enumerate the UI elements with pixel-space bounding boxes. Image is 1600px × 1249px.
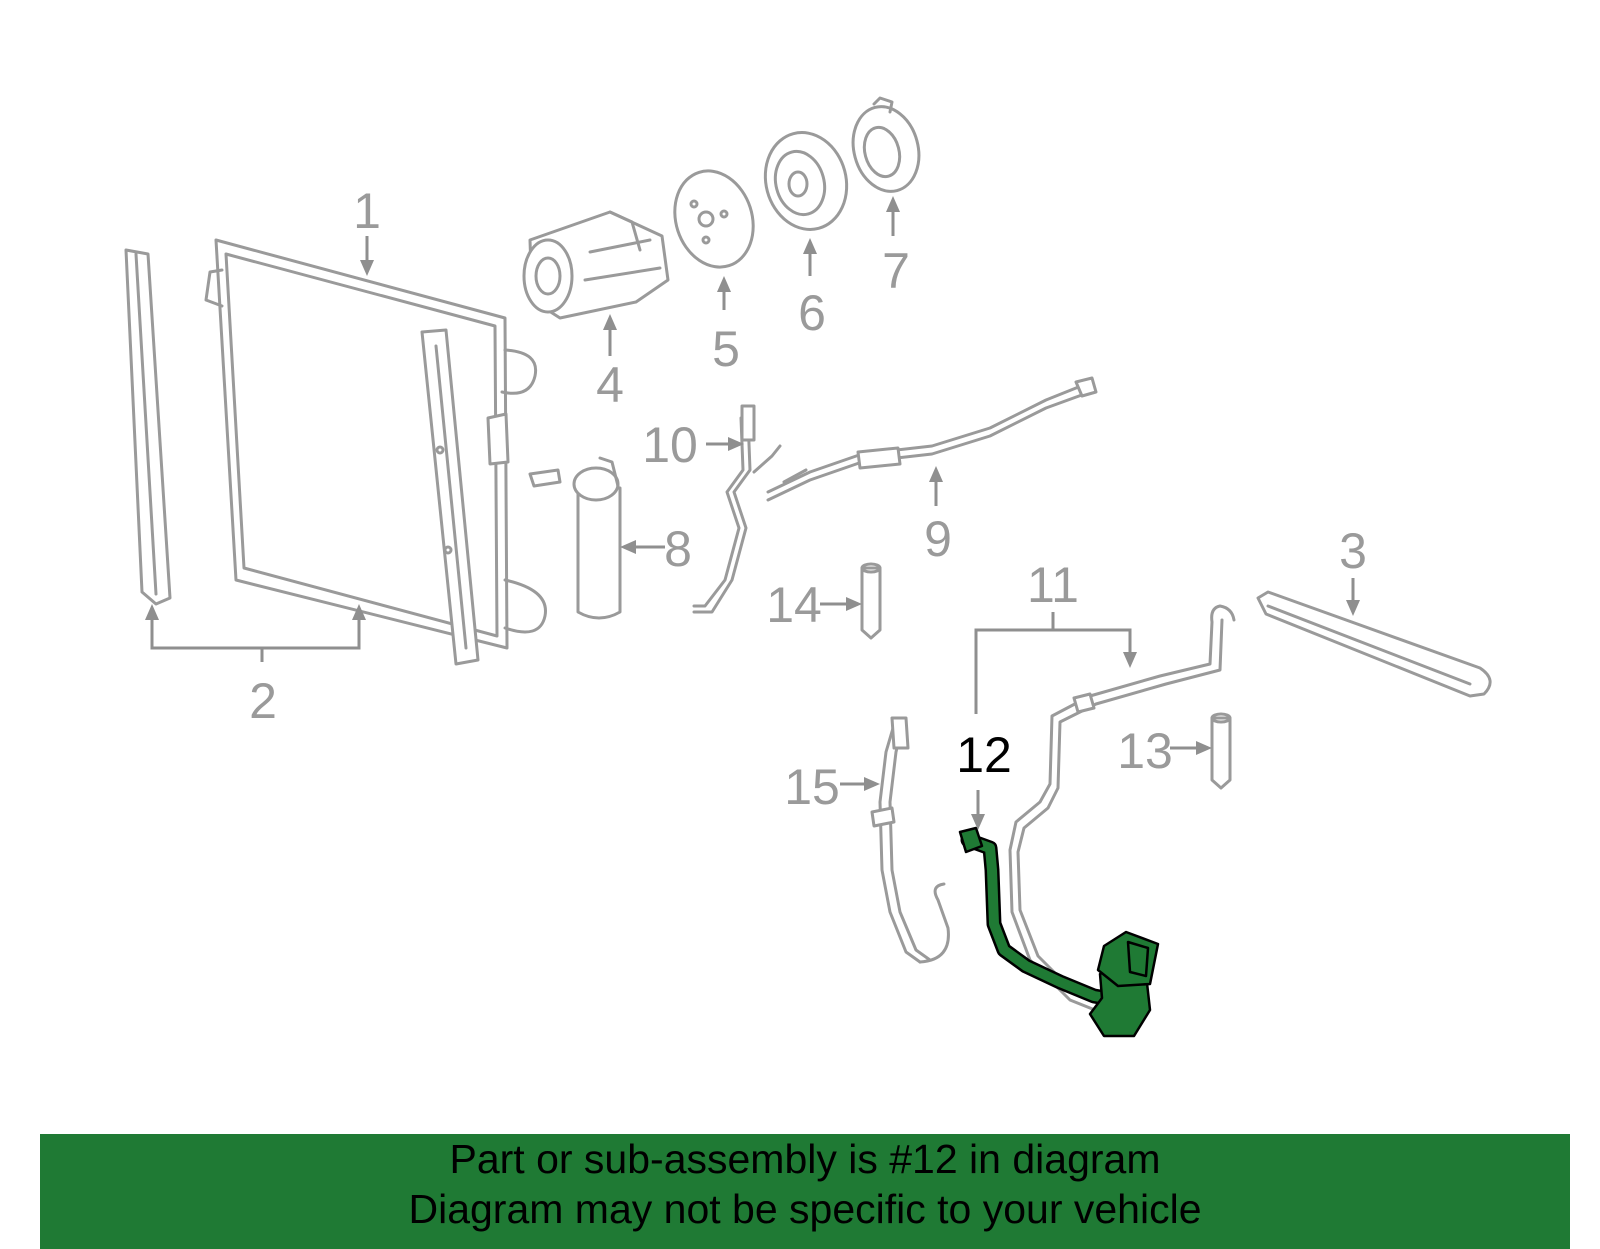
callout-15: 15 — [784, 759, 840, 815]
leader-lines — [145, 196, 1360, 830]
part-10-line — [692, 404, 782, 614]
part-2-seal — [124, 248, 172, 606]
part-1-condenser — [204, 238, 547, 666]
callout-6: 6 — [798, 285, 826, 341]
banner-line-1: Part or sub-assembly is #12 in diagram — [449, 1136, 1161, 1182]
callout-14: 14 — [766, 577, 822, 633]
part-7-field-coil — [851, 96, 921, 193]
banner-line-2: Diagram may not be specific to your vehi… — [408, 1186, 1202, 1232]
info-banner: Part or sub-assembly is #12 in diagram D… — [40, 1134, 1570, 1249]
part-15-line — [870, 716, 950, 964]
callout-3: 3 — [1339, 523, 1367, 579]
part-8-receiver-drier — [528, 456, 622, 620]
part-4-compressor — [522, 210, 670, 320]
part-9-line — [766, 376, 1098, 502]
callout-12: 12 — [956, 727, 1012, 783]
part-11-line — [1008, 604, 1236, 1022]
callout-10: 10 — [642, 417, 698, 473]
part-12-hose-highlighted — [958, 826, 1160, 1038]
part-5-clutch-plate — [673, 169, 755, 269]
part-6-pulley — [763, 131, 849, 231]
callout-8: 8 — [664, 521, 692, 577]
callout-9: 9 — [924, 511, 952, 567]
callout-13: 13 — [1117, 723, 1173, 779]
callout-1: 1 — [353, 183, 381, 239]
callout-11: 11 — [1027, 557, 1079, 613]
callout-5: 5 — [712, 321, 740, 377]
part-13-valve-core — [1210, 712, 1232, 790]
callout-4: 4 — [596, 357, 624, 413]
part-3-seal — [1256, 590, 1492, 698]
callout-7: 7 — [882, 243, 910, 299]
callout-2: 2 — [249, 673, 277, 729]
part-14-valve-core — [860, 562, 882, 640]
